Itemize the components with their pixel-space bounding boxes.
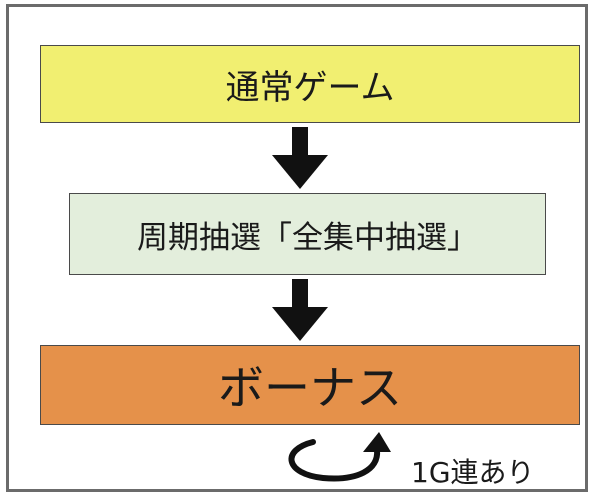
step-normal-game: 通常ゲーム	[40, 45, 580, 123]
step-periodic-lottery-label: 周期抽選「全集中抽選」	[137, 219, 478, 256]
loop-arrow-icon	[288, 432, 391, 482]
step-periodic-lottery: 周期抽選「全集中抽選」	[69, 193, 546, 275]
step-normal-game-label: 通常ゲーム	[225, 67, 395, 108]
down-arrow-2-icon	[272, 279, 328, 341]
loop-label: 1G連あり	[411, 456, 535, 489]
diagram-frame: 通常ゲーム 周期抽選「全集中抽選」 ボーナス 1G連あり	[6, 4, 588, 492]
step-bonus: ボーナス	[40, 345, 580, 425]
step-bonus-label: ボーナス	[218, 361, 402, 415]
down-arrow-1-icon	[272, 127, 328, 189]
